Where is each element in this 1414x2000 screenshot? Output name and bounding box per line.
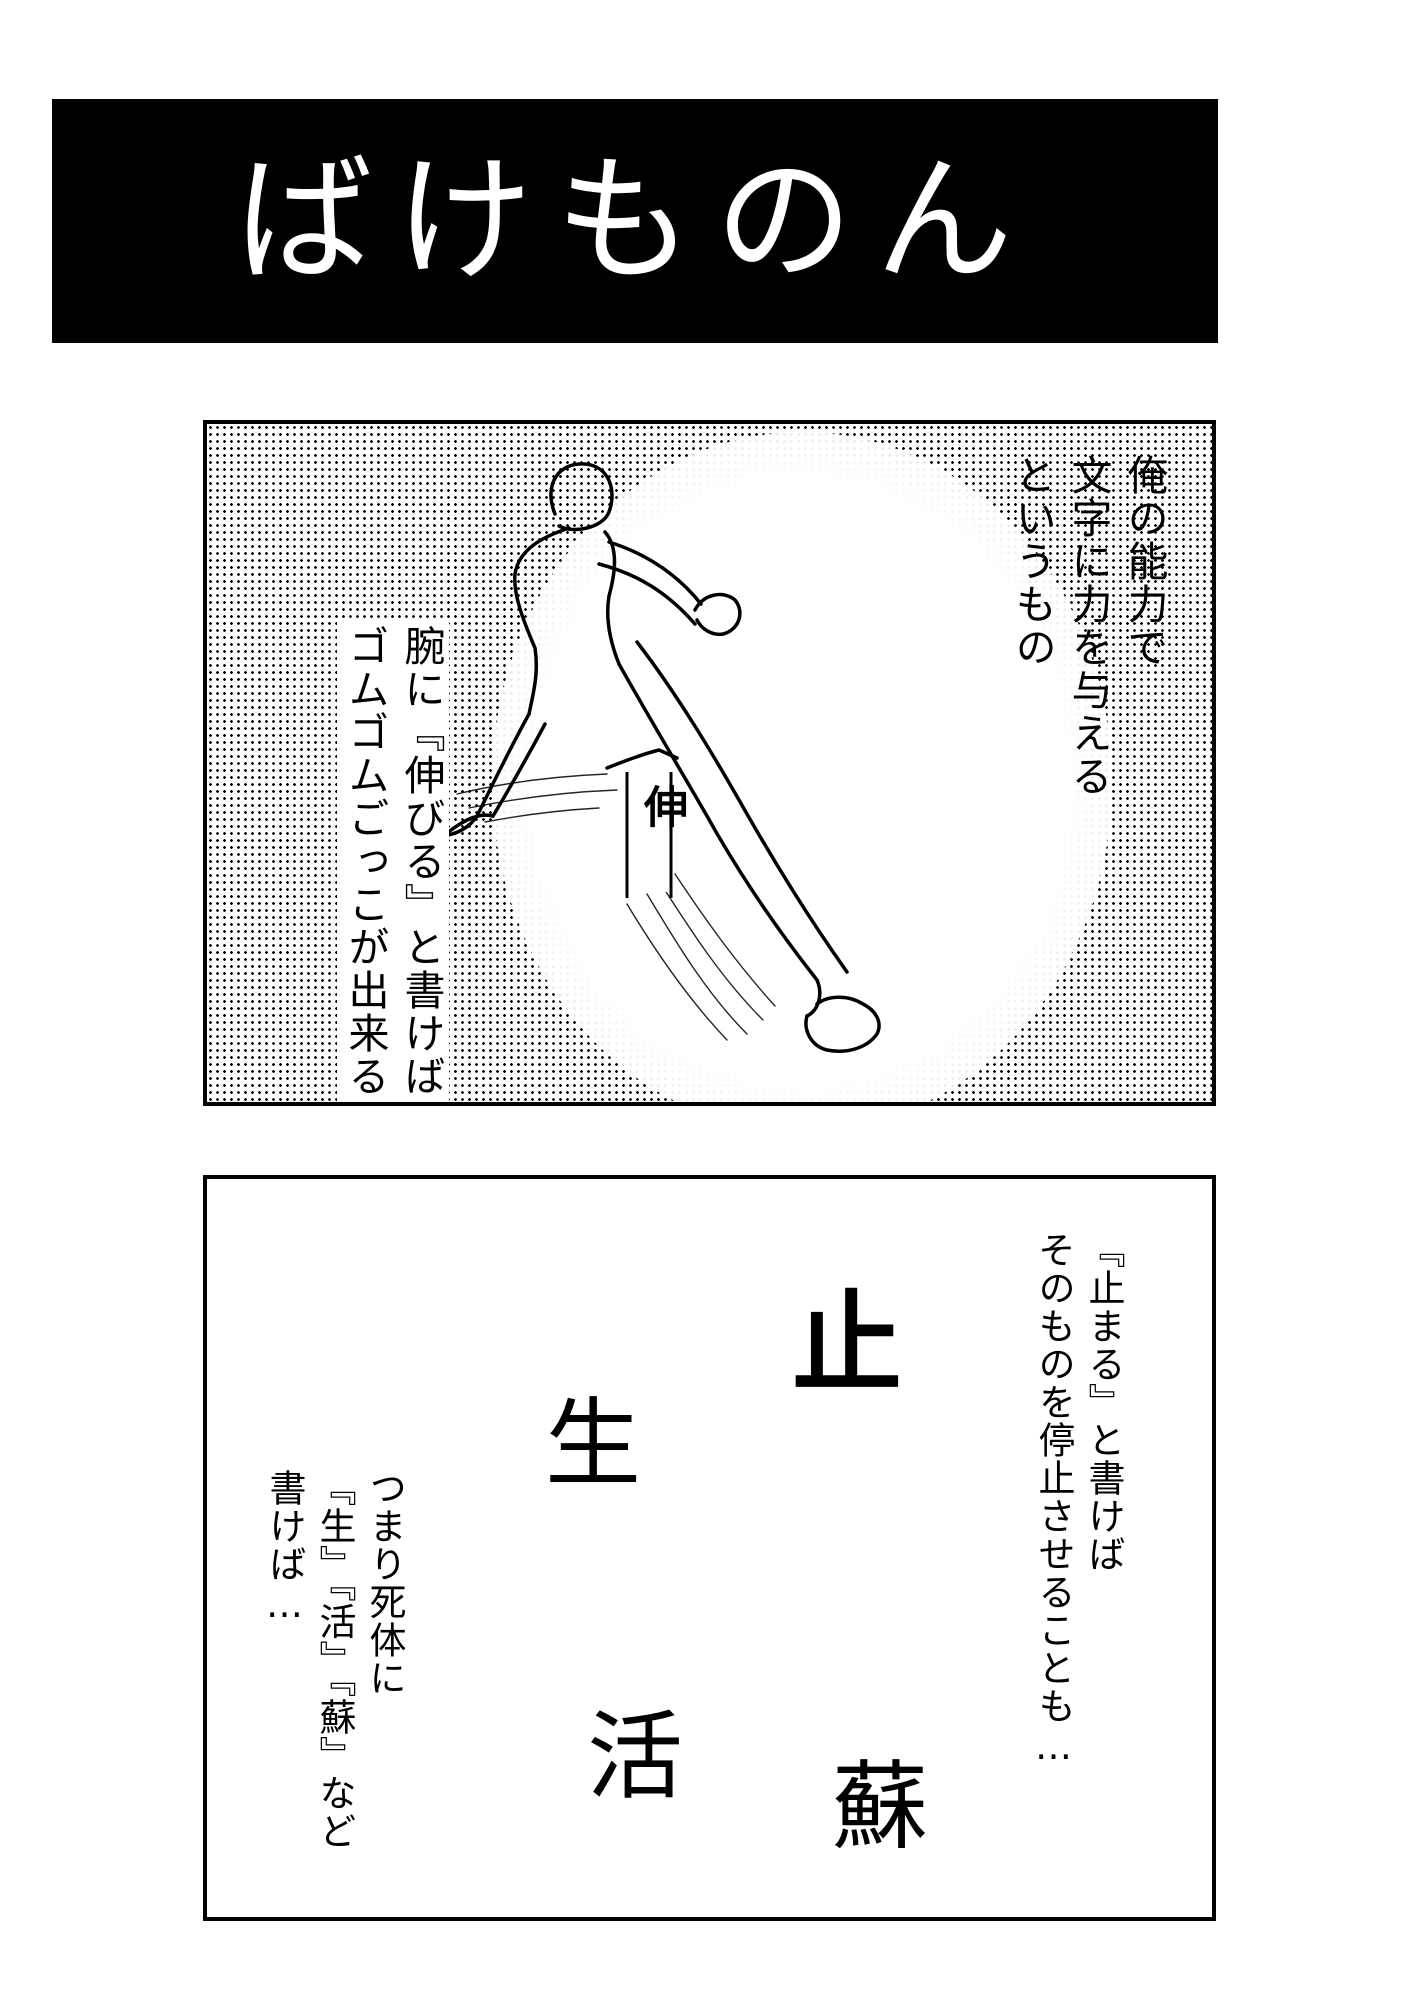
caption-line: 腕に『伸びる』と書けば (397, 625, 445, 1098)
comic-panel-2: 『止まる』と書けば そのものを停止させることも… 止 生 活 蘇 つまり死体に … (203, 1175, 1216, 1921)
caption-line: 書けば… (263, 1469, 306, 1627)
figure-fist-top (693, 592, 742, 637)
arm-label: 伸 (636, 784, 687, 828)
caption-line: というもの (1008, 454, 1056, 669)
caption-left: つまり死体に 『生』『活』『蘇』など 書けば… (259, 1469, 409, 1850)
figure-fist-bottom (804, 995, 881, 1053)
spotlight-background (492, 432, 1112, 1102)
kanji-stop: 止 (792, 1279, 902, 1408)
comic-panel-1: 伸 俺の能力で 文字に力を与える というもの 腕に『伸びる』と書けば ゴムゴムご… (203, 420, 1216, 1106)
kanji-live: 生 (545, 1388, 641, 1500)
caption-right: 『止まる』と書けば そのものを停止させることも… (1028, 1231, 1128, 1769)
caption-line: そのものを停止させることも… (1032, 1231, 1075, 1769)
caption-right: 俺の能力で 文字に力を与える というもの (1004, 454, 1172, 798)
kanji-act: 活 (587, 1701, 683, 1813)
caption-line: ゴムゴムごっこが出来る (341, 625, 389, 1098)
kanji-revive: 蘇 (832, 1751, 928, 1863)
caption-line: 『生』『活』『蘇』など (313, 1469, 356, 1850)
title-text: ばけものん (234, 140, 1035, 301)
caption-line: 文字に力を与える (1064, 454, 1112, 798)
caption-line: 俺の能力で (1120, 454, 1168, 669)
caption-line: つまり死体に (363, 1469, 406, 1697)
title-banner: ばけものん (52, 99, 1218, 343)
figure-head (549, 462, 614, 532)
armband (625, 772, 673, 898)
caption-line: 『止まる』と書けば (1082, 1231, 1125, 1573)
caption-left: 腕に『伸びる』と書けば ゴムゴムごっこが出来る (337, 619, 449, 1102)
